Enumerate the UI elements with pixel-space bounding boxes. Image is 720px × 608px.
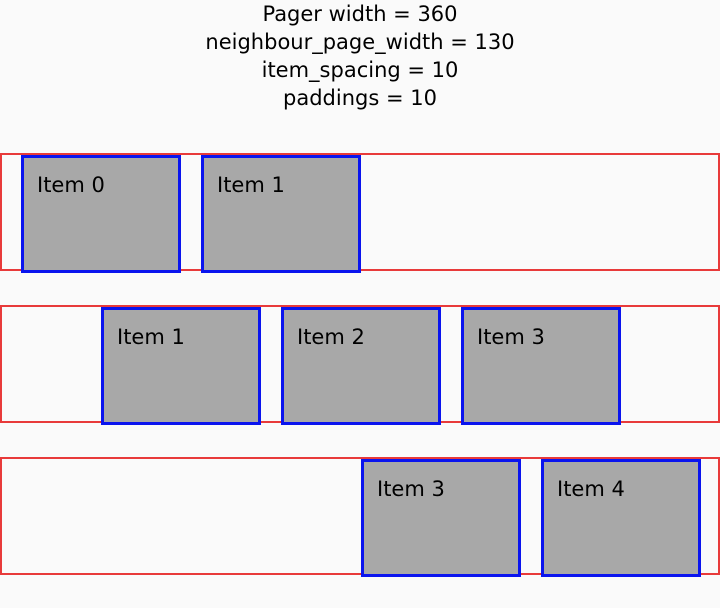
item-label: Item 4 — [557, 477, 625, 501]
pager-item[interactable]: Item 3 — [461, 307, 621, 425]
pager-item[interactable]: Item 1 — [201, 155, 361, 273]
pager-row-middle: Item 1 Item 2 Item 3 — [0, 305, 720, 425]
item-label: Item 0 — [37, 173, 105, 197]
parameters-caption: Pager width = 360 neighbour_page_width =… — [0, 0, 720, 112]
pager-item[interactable]: Item 1 — [101, 307, 261, 425]
pager-item[interactable]: Item 0 — [21, 155, 181, 273]
item-label: Item 3 — [477, 325, 545, 349]
pager-row-first: Item 0 Item 1 — [0, 153, 720, 273]
neighbour-page-width-text: neighbour_page_width = 130 — [205, 30, 515, 54]
pager-width-text: Pager width = 360 — [262, 2, 458, 26]
pager-item[interactable]: Item 2 — [281, 307, 441, 425]
item-label: Item 1 — [217, 173, 285, 197]
pager-item[interactable]: Item 3 — [361, 459, 521, 577]
item-label: Item 1 — [117, 325, 185, 349]
item-spacing-text: item_spacing = 10 — [261, 58, 459, 82]
pager-item[interactable]: Item 4 — [541, 459, 701, 577]
pager-row-last: Item 3 Item 4 — [0, 457, 720, 577]
item-label: Item 2 — [297, 325, 365, 349]
item-label: Item 3 — [377, 477, 445, 501]
paddings-text: paddings = 10 — [283, 86, 437, 110]
